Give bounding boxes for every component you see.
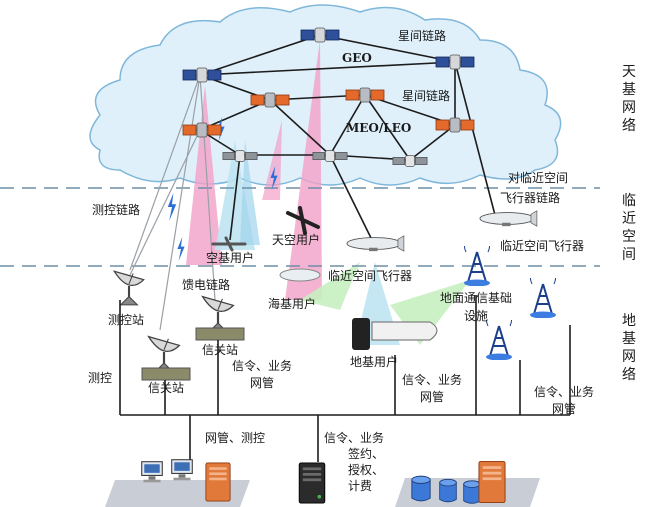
leo-satellite-1-icon: [222, 150, 258, 162]
label-ground-infra-2: 设施: [464, 309, 488, 323]
ops-orange-server-2-icon: [478, 460, 506, 504]
ground-user-phone-icon: [352, 318, 370, 350]
ops-database-1-icon: [411, 475, 431, 502]
layer-label-near-space: 临 近 空 间: [622, 193, 636, 263]
gateway-2-dish-icon: [201, 295, 235, 333]
label-ground-infra-1: 地面通信基础: [440, 291, 512, 305]
label-ttc-station: 测控站: [108, 313, 144, 327]
label-sig-biz-3b: 网管: [552, 401, 576, 416]
ground-infra-tower-2-icon: [529, 278, 557, 318]
layer-label-ground-2: 基: [622, 330, 636, 347]
label-sign-1: 签约、: [348, 446, 384, 461]
airborne-user-plane-icon: [211, 236, 247, 252]
label-ttc-link: 测控链路: [92, 202, 140, 217]
leo-satellite-3-icon: [392, 155, 428, 167]
label-ground-user: 地基用户: [350, 354, 398, 369]
label-near-link-2: 飞行器链路: [500, 190, 560, 205]
sea-user-ship-icon: [279, 268, 321, 282]
layer-label-ground-1: 地: [622, 313, 636, 329]
ground-infra-tower-3-icon: [485, 320, 513, 360]
label-gateway-1: 信关站: [148, 381, 184, 395]
feeder-links: [129, 74, 216, 331]
label-space-user: 天空用户: [272, 232, 320, 247]
gateway-1-base: [141, 367, 191, 381]
layer-label-space: 天 基 网 络: [622, 64, 636, 134]
layer-label-ground-3: 网: [622, 349, 636, 365]
beam-pink-2: [285, 40, 322, 300]
label-near-aircraft-right: 临近空间飞行器: [500, 239, 584, 253]
label-sea-user: 海基用户: [268, 296, 316, 311]
ops-core-server-icon: [298, 462, 326, 504]
near-space-airship-right-icon: [479, 210, 538, 227]
label-sig-biz-1a: 信令、业务: [232, 358, 292, 373]
label-geo: GEO: [342, 51, 372, 65]
layer-label-near-2: 近: [622, 211, 636, 227]
near-space-airship-mid-icon: [346, 235, 405, 252]
leo-satellite-2-icon: [312, 150, 348, 162]
layer-label-space-4: 络: [622, 118, 636, 134]
ops-computer-2-icon: [171, 459, 193, 481]
geo-satellite-right-icon: [435, 54, 475, 70]
ops-orange-server-1-icon: [205, 462, 231, 502]
meo-satellite-4-icon: [435, 117, 475, 133]
label-sig-biz-1b: 网管: [250, 375, 274, 390]
layer-label-space-2: 基: [622, 81, 636, 98]
space-user-aircraft-icon: [286, 206, 320, 235]
ops-database-3-icon: [463, 480, 481, 504]
layer-label-ground-4: 络: [622, 367, 636, 383]
layer-label-near-1: 临: [622, 193, 636, 209]
label-sig-biz-bottom: 信令、业务: [324, 430, 384, 445]
geo-satellite-top-icon: [300, 27, 340, 43]
meo-satellite-2-icon: [345, 87, 385, 103]
gateway-1-dish-icon: [147, 335, 181, 373]
label-sign-3: 计费: [348, 479, 372, 493]
beam-green-1: [300, 262, 360, 310]
ground-infra-tower-1-icon: [463, 246, 491, 286]
ttc-station-dish-icon: [113, 270, 145, 306]
gateway-2-base: [195, 327, 245, 341]
layer-label-near-4: 间: [622, 247, 636, 263]
layer-label-near-3: 空: [622, 229, 636, 245]
label-ttc: 测控: [88, 371, 112, 385]
label-nm-ttc: 网管、测控: [205, 430, 265, 445]
label-sig-biz-2b: 网管: [420, 389, 444, 404]
beam-blue-3: [240, 140, 260, 245]
label-isl-top: 星间链路: [398, 28, 446, 43]
geo-satellite-left-icon: [182, 67, 222, 83]
feeder-link-bolt-1: [177, 237, 185, 261]
layer-label-space-1: 天: [622, 64, 636, 80]
layer-label-ground: 地 基 网 络: [622, 313, 636, 383]
label-near-aircraft-mid: 临近空间飞行器: [328, 269, 412, 283]
label-isl-mid: 星间链路: [402, 88, 450, 103]
label-gateway-2: 信关站: [202, 343, 238, 357]
label-feeder-link: 馈电链路: [182, 277, 230, 292]
ground-user-train-icon: [371, 321, 438, 341]
meo-satellite-3-icon: [182, 122, 222, 138]
ops-computer-1-icon: [141, 461, 163, 483]
ground-network-bus: [119, 295, 571, 462]
label-meo-leo: MEO/LEO: [346, 121, 411, 135]
beam-pink-1: [186, 85, 222, 265]
ttc-link-bolt-1: [167, 193, 177, 221]
layer-label-space-3: 网: [622, 100, 636, 116]
label-airborne-user: 空基用户: [206, 250, 254, 265]
ops-database-2-icon: [439, 478, 457, 503]
label-sig-biz-3a: 信令、业务: [534, 384, 594, 399]
label-sign-2: 授权、: [348, 462, 384, 477]
label-sig-biz-2a: 信令、业务: [402, 372, 462, 387]
label-near-link-1: 对临近空间: [508, 171, 568, 185]
meo-satellite-1-icon: [250, 92, 290, 108]
beam-pink-3: [262, 120, 282, 200]
